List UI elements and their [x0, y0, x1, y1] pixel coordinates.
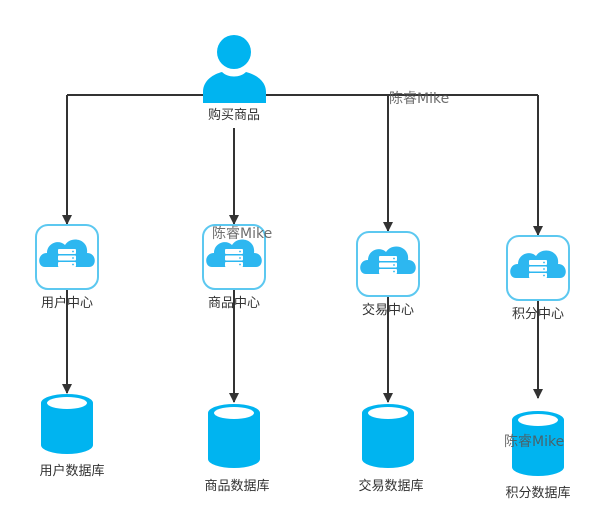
- points-database-icon: [512, 411, 564, 476]
- trade-database-label: 交易数据库: [358, 479, 424, 494]
- user-center-node: [35, 224, 99, 290]
- user-center-label: 用户中心: [40, 296, 94, 311]
- product-center-node: [202, 224, 266, 290]
- watermark: 陈睿Mike: [504, 434, 565, 450]
- product-database-icon: [208, 404, 260, 468]
- points-center-label: 积分中心: [511, 307, 565, 322]
- person-icon: [203, 35, 266, 103]
- watermark: 陈睿Mike: [389, 91, 450, 107]
- trade-center-label: 交易中心: [361, 303, 415, 318]
- product-center-label: 商品中心: [207, 296, 261, 311]
- trade-center-node: [356, 231, 420, 297]
- product-database-label: 商品数据库: [204, 479, 270, 494]
- user-label: 购买商品: [207, 108, 261, 123]
- user-database-icon: [41, 394, 93, 454]
- watermark: 陈睿Mike: [212, 226, 273, 242]
- trade-database-icon: [362, 404, 414, 468]
- points-center-node: [506, 235, 570, 301]
- user-database-label: 用户数据库: [39, 464, 105, 479]
- points-database-label: 积分数据库: [505, 486, 571, 501]
